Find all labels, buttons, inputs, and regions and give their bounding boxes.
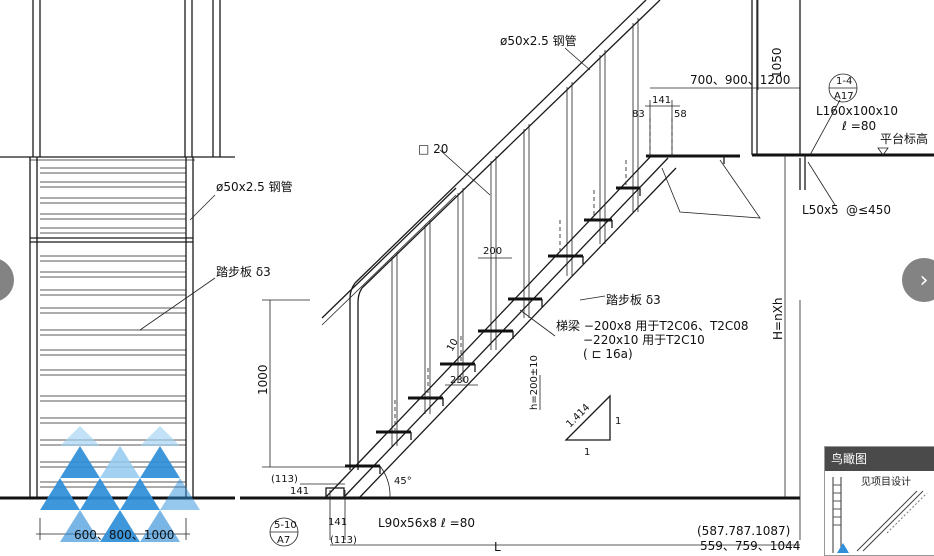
side-elevation [240,0,934,547]
label-dim-1050: 1050 [770,47,784,78]
label-dim-10: 10 [445,337,461,354]
label-dim-141-left: 141 [290,486,309,497]
label-dim-83: 83 [632,109,645,120]
next-image-button[interactable]: › [902,258,934,302]
label-angle-bottom: L90x56x8 ℓ =80 [378,516,475,530]
overview-thumbnail-drawing [832,477,928,553]
label-ref-b-bottom: A7 [277,535,290,546]
label-beam-a: 梯梁 −200x8 用于T2C06、T2C08 [556,318,749,333]
label-dim-1000: 1000 [256,364,270,395]
label-ref-a-top: 1-4 [836,76,852,87]
label-h-nxh: H=nXh [771,297,785,340]
label-dim-113-top: (113) [271,474,298,485]
label-spacing: @≤450 [846,203,891,217]
label-platform-level: 平台标高 [880,131,928,146]
label-square-20: □ 20 [418,142,448,156]
label-ratio-1b: 1 [584,447,590,458]
drawing-labels: ø50x2.5 钢管 ø50x2.5 钢管 踏步板 δ3 踏步板 δ3 □ 20… [74,33,928,554]
label-l80-top: ℓ =80 [841,119,876,133]
label-beam-c: ( ⊏ 16a) [583,347,633,361]
label-dim-141-bottom: 141 [328,517,347,528]
label-dim-230: 230 [450,375,469,386]
label-lengths-a: (587.787.1087) [697,524,790,538]
label-tread-left: 踏步板 δ3 [216,265,271,279]
overview-thumbnail[interactable]: 见项目设计 [827,473,934,555]
overview-title: 鸟瞰图 [825,447,934,471]
label-tread-right: 踏步板 δ3 [606,293,661,307]
front-elevation [0,0,235,540]
label-dim-141-top: 141 [652,95,671,106]
label-dim-113-bottom: (113) [330,535,357,546]
overview-caption: 见项目设计 [861,477,911,488]
label-beam-b: −220x10 用于T2C10 [583,333,705,347]
label-dim-h200: h=200±10 [529,355,540,410]
label-dim-58: 58 [674,109,687,120]
label-bottom-widths: 600、800、1000 [74,528,174,542]
stair-treads [345,154,740,468]
label-lengths-b: 559、759、1044 [700,539,800,553]
label-angle-top: L160x100x10 [816,104,898,118]
label-pipe-top: ø50x2.5 钢管 [500,33,577,48]
label-angle-45: 45° [394,476,412,487]
overview-panel[interactable]: 鸟瞰图 见项目设计 [824,446,934,556]
label-widths-top: 700、900、1200 [690,73,790,87]
label-l50: L50x5 [802,203,839,217]
prev-image-button[interactable]: ‹ [0,258,14,302]
label-ratio: 1.414 [564,402,592,430]
label-ratio-1a: 1 [615,416,621,427]
watermark-logo [40,426,200,542]
label-ref-b-top: 5-10 [274,520,297,531]
label-pipe-left: ø50x2.5 钢管 [216,179,293,194]
label-dim-200: 200 [483,246,502,257]
label-ref-a-bottom: A17 [834,91,854,102]
label-dim-L: L [494,540,501,554]
